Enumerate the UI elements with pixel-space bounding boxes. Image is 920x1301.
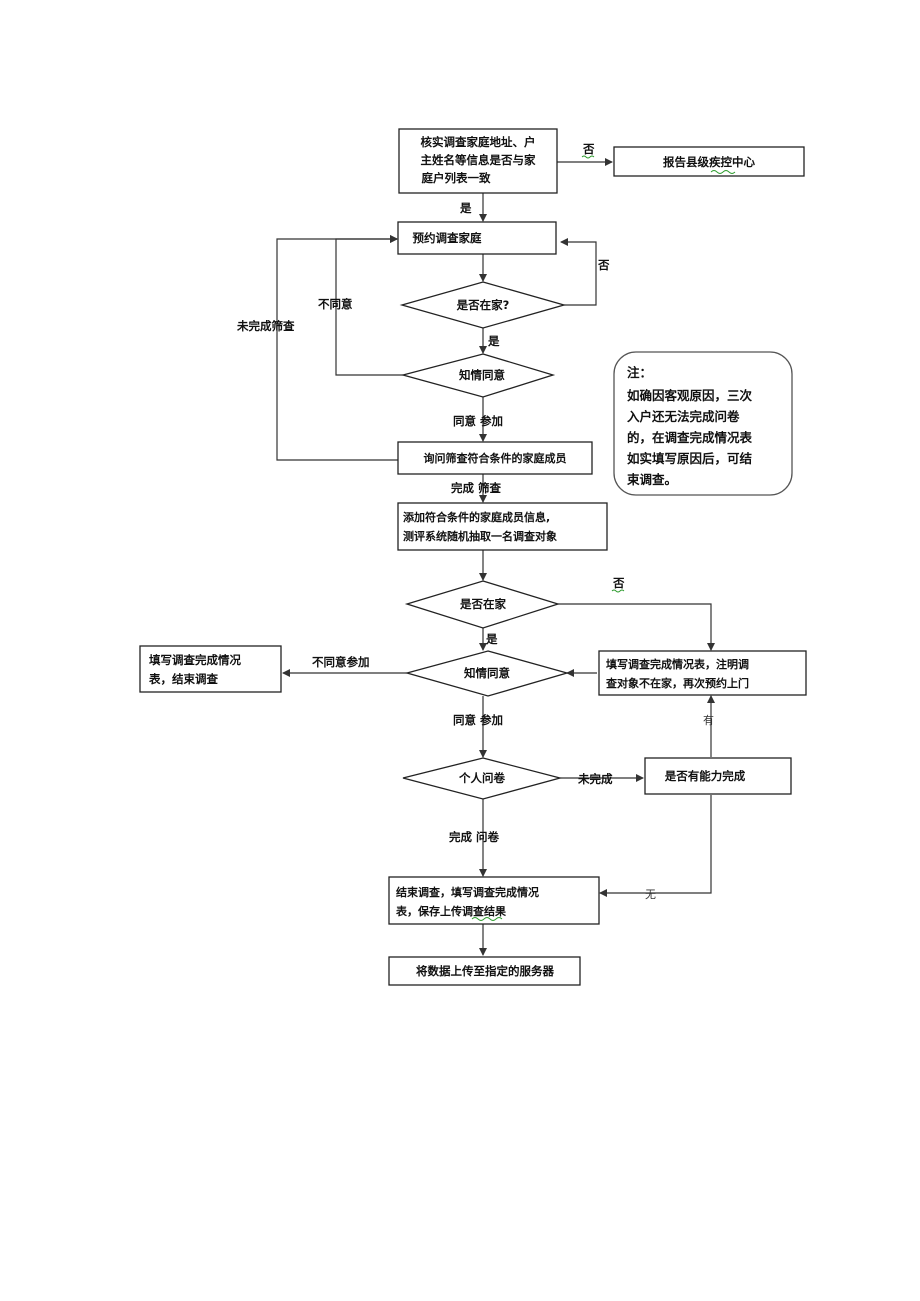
node-addmember: 添加符合条件的家庭成员信息, 测评系统随机抽取一名调查对象 <box>397 502 608 551</box>
node-fillend: 填写调查完成情况 表，结束调查 <box>139 645 282 693</box>
consent2-label: 知情同意 <box>463 666 510 680</box>
label-incomplete-screen: 未完成筛查 <box>236 319 295 333</box>
home2-label: 是否在家 <box>459 597 506 611</box>
node-fillnote: 填写调查完成情况表，注明调 查对象不在家，再次预约上门 <box>598 650 807 696</box>
label-no-3-underline <box>611 589 625 593</box>
endsurvey-line-1: 结束调查，填写调查完成情况 <box>395 885 539 899</box>
node-consent1: 知情同意 <box>400 353 556 398</box>
node-ability: 是否有能力完成 <box>644 757 792 795</box>
upload-label: 将数据上传至指定的服务器 <box>416 964 554 978</box>
node-report: 报告县级疾控中心 <box>613 146 805 177</box>
label-agree-2: 同意 参加 <box>453 713 503 727</box>
spellcheck-underline <box>710 170 736 174</box>
verify-line-2: 主姓名等信息是否与家 <box>421 153 536 167</box>
label-has: 有 <box>703 713 714 727</box>
edge-screen-incomplete <box>276 235 398 461</box>
note-line-2: 入户还无法完成问卷 <box>627 409 740 424</box>
spellcheck-underline-2 <box>471 917 503 921</box>
node-verify: 核实调查家庭地址、户 主姓名等信息是否与家 庭户列表一致 <box>398 128 558 194</box>
report-label: 报告县级疾控中心 <box>663 155 755 169</box>
edge-labels: 否 是 否 是 不同意 未完成筛查 同意 参加 完成 筛查 否 是 不同意参加 … <box>236 142 714 901</box>
note-box: 注： 如确因客观原因，三次 入户还无法完成问卷 的，在调查完成情况表 如实填写原… <box>613 351 793 496</box>
label-yes-1: 是 <box>459 201 472 215</box>
edges <box>276 158 715 956</box>
fillend-line-2: 表，结束调查 <box>148 672 218 686</box>
note-title: 注： <box>627 365 652 380</box>
fillend-line-1: 填写调查完成情况 <box>149 653 241 667</box>
node-home1: 是否在家? <box>399 281 567 329</box>
note-line-5: 束调查。 <box>626 472 677 487</box>
endsurvey-line-2: 表，保存上传调查结果 <box>395 904 506 918</box>
consent1-label: 知情同意 <box>458 368 505 382</box>
edge-home2-fillnote <box>558 603 715 651</box>
fillnote-line-1: 填写调查完成情况表，注明调 <box>606 657 749 671</box>
label-none: 无 <box>645 888 656 901</box>
note-line-1: 如确因客观原因，三次 <box>627 388 753 403</box>
label-incomplete: 未完成 <box>577 772 613 786</box>
note-line-4: 如实填写原因后，可结 <box>627 451 753 466</box>
node-questionnaire: 个人问卷 <box>402 757 563 800</box>
node-screen: 询问筛查符合条件的家庭成员 <box>397 441 593 475</box>
edge-ability-endsurvey <box>599 795 712 897</box>
verify-line-3: 庭户列表一致 <box>422 171 491 185</box>
appointment-label: 预约调查家庭 <box>413 231 482 245</box>
note-line-3: 的，在调查完成情况表 <box>627 430 753 445</box>
node-home2: 是否在家 <box>404 580 561 629</box>
label-complete-screen: 完成 筛查 <box>451 481 502 495</box>
label-no-1: 否 <box>582 142 595 156</box>
label-yes-3: 是 <box>485 632 498 646</box>
node-upload: 将数据上传至指定的服务器 <box>388 956 581 986</box>
label-agree-1: 同意 参加 <box>453 414 503 428</box>
home1-label: 是否在家? <box>456 298 510 312</box>
node-endsurvey: 结束调查，填写调查完成情况 表，保存上传调查结果 <box>388 876 600 925</box>
label-no-3: 否 <box>612 576 625 590</box>
questionnaire-label: 个人问卷 <box>458 771 505 785</box>
addmember-line-2: 测评系统随机抽取一名调查对象 <box>403 529 557 543</box>
node-appointment: 预约调查家庭 <box>397 221 557 255</box>
label-no-1-underline <box>581 155 595 159</box>
ability-label: 是否有能力完成 <box>664 769 746 783</box>
edge-home1-no-loop <box>560 238 597 306</box>
verify-line-1: 核实调查家庭地址、户 <box>421 135 536 149</box>
label-complete-questionnaire: 完成 问卷 <box>449 830 500 844</box>
label-yes-2: 是 <box>487 334 500 348</box>
fillnote-line-2: 查对象不在家，再次预约上门 <box>606 676 749 690</box>
label-no-2: 否 <box>597 258 610 272</box>
label-disagree-1: 不同意 <box>318 297 353 311</box>
label-disagree-2: 不同意参加 <box>312 655 370 669</box>
node-consent2: 知情同意 <box>404 650 570 697</box>
addmember-line-1: 添加符合条件的家庭成员信息, <box>403 510 550 524</box>
screen-label: 询问筛查符合条件的家庭成员 <box>424 451 567 465</box>
